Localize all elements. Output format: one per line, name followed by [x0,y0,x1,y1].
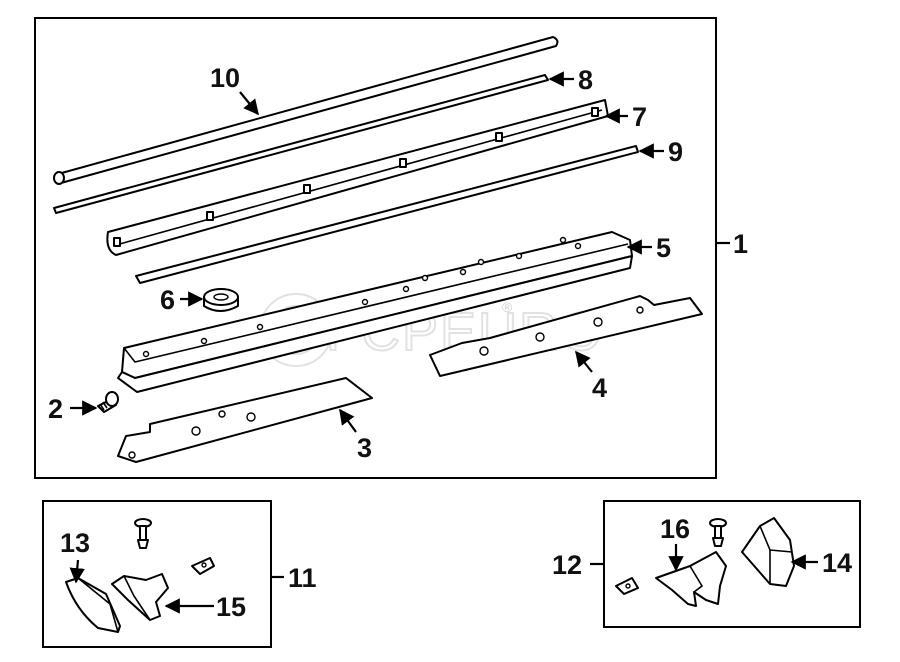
part-8-strip [53,74,549,214]
callout-12: 12 [552,550,582,580]
callout-14: 14 [822,548,852,578]
part-16-bracket [655,551,727,607]
callout-16: 16 [660,514,690,544]
part-10-rod [53,36,559,185]
part-3-plate [117,377,373,463]
leader-4 [575,350,593,373]
callout-7: 7 [632,102,647,132]
callout-15: 15 [216,592,246,622]
callout-10: 10 [210,63,240,93]
callout-3: 3 [357,433,372,463]
part-6-grommet [203,288,239,312]
part-2-bolt [97,391,119,413]
part-13-front-extension [65,577,121,633]
part-15-bracket [111,573,169,621]
callout-6: 6 [160,285,175,315]
part-14-rear-extension [741,517,795,587]
leader-10 [239,91,259,116]
part-7-channel [106,99,609,256]
callout-9: 9 [668,137,683,167]
part-11-clip [191,557,215,575]
part-11-screw [134,518,152,549]
callout-1: 1 [733,229,748,259]
part-5-rocker-panel [117,231,633,393]
watermark-registered-mark: ® [502,299,513,315]
callout-11: 11 [288,563,317,593]
leader-13 [69,559,85,584]
part-12-clip [615,577,639,595]
part-4-plate [429,295,703,377]
rear-extension-frame [603,500,861,628]
callout-8: 8 [578,65,593,95]
part-12-screw [709,518,727,547]
callout-13: 13 [60,528,90,558]
callout-4: 4 [592,373,607,403]
callout-2: 2 [48,394,63,424]
part-9-strip [135,145,639,284]
leader-3 [339,408,357,433]
callout-5: 5 [656,233,671,263]
